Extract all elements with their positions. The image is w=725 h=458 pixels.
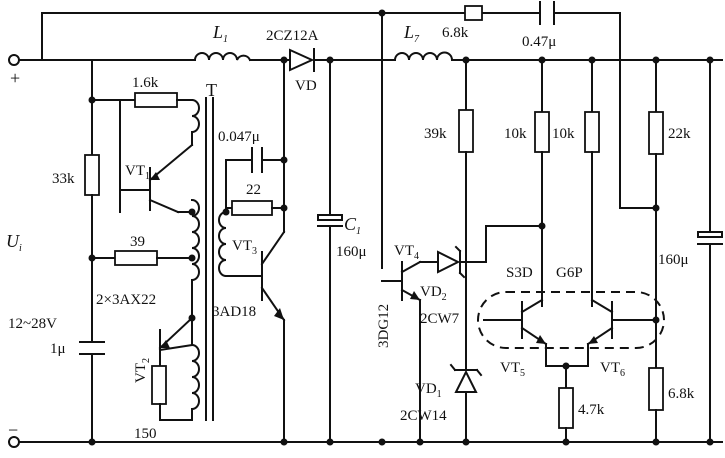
- svg-text:6.8k: 6.8k: [442, 25, 469, 41]
- rail-wires: [13, 12, 723, 443]
- svg-text:VD2: VD2: [420, 284, 447, 303]
- collector-resistors: 10k 10k: [504, 59, 600, 307]
- svg-text:39k: 39k: [424, 126, 447, 142]
- differential-pair: S3D G6P VT5 VT6 4.7k: [477, 265, 665, 443]
- svg-text:0.47μ: 0.47μ: [522, 34, 556, 50]
- resistor-1k6: [134, 92, 178, 108]
- svg-text:33k: 33k: [52, 171, 75, 187]
- resistor-10k-b: [584, 111, 600, 153]
- resistor-33k: [84, 154, 100, 196]
- svg-text:6.8k: 6.8k: [668, 386, 695, 402]
- svg-text:22: 22: [246, 182, 261, 198]
- svg-text:1.6k: 1.6k: [132, 75, 159, 91]
- inductor-l1: L1: [193, 22, 252, 62]
- capacitor-0.47u: 0.47μ: [522, 1, 556, 50]
- resistor-6k8-feedback: 6.8k: [442, 5, 483, 41]
- capacitor-output: 160μ: [658, 59, 723, 443]
- diode-vd2: VD2 2CW7: [420, 225, 543, 327]
- svg-text:2×3AX22: 2×3AX22: [96, 292, 156, 308]
- svg-text:VT3: VT3: [232, 238, 257, 257]
- transistor-vt3: 0.047μ 22 VT3 3AD18: [212, 59, 286, 443]
- junction-dots: [88, 9, 714, 446]
- svg-text:10k: 10k: [504, 126, 527, 142]
- svg-text:T: T: [206, 80, 217, 100]
- resistor-22: [231, 200, 273, 216]
- input-terminals: + − Ui 12~28V: [6, 54, 57, 448]
- svg-text:1μ: 1μ: [50, 341, 66, 357]
- svg-text:2CW14: 2CW14: [400, 408, 447, 424]
- minus-label: −: [8, 420, 18, 440]
- bias-network: 33k 1μ 1.6k 39: [50, 59, 193, 443]
- svg-text:VT6: VT6: [600, 360, 625, 379]
- transistor-vt4: VT4 3DG12: [376, 243, 439, 443]
- diode-vd: 2CZ12A VD: [266, 28, 325, 94]
- plus-terminal[interactable]: [8, 54, 20, 66]
- resistor-39k: [458, 109, 474, 153]
- zener-branch: 39k VD1 2CW14: [400, 59, 483, 443]
- svg-text:2CW7: 2CW7: [420, 311, 460, 327]
- vd-label: VD: [295, 78, 317, 94]
- resistor-10k-a: [534, 111, 550, 153]
- svg-text:10k: 10k: [552, 126, 575, 142]
- svg-text:3DG12: 3DG12: [376, 304, 392, 348]
- inductor-l7: L7: [393, 22, 454, 62]
- svg-text:150: 150: [134, 426, 157, 442]
- resistor-150: [151, 365, 167, 405]
- svg-text:L1: L1: [212, 22, 228, 45]
- svg-text:VT1: VT1: [125, 163, 150, 182]
- svg-text:VT5: VT5: [500, 360, 525, 379]
- resistor-39: [114, 250, 158, 266]
- resistor-4k7: [558, 387, 574, 429]
- transistor-vt1: VT1: [119, 99, 194, 214]
- resistor-6k8-lower: [648, 367, 664, 411]
- svg-text:G6P: G6P: [556, 265, 583, 281]
- svg-text:S3D: S3D: [506, 265, 533, 281]
- svg-text:VT2: VT2: [133, 358, 152, 383]
- transistor-vt2: VT2 150 2×3AX22: [96, 292, 194, 442]
- output-divider: 22k 6.8k: [648, 59, 695, 443]
- input-voltage-label: Ui: [6, 231, 22, 254]
- svg-text:160μ: 160μ: [336, 244, 367, 260]
- svg-text:3AD18: 3AD18: [212, 304, 256, 320]
- svg-text:VT4: VT4: [394, 243, 419, 262]
- capacitor-c1: C1 160μ: [317, 59, 367, 443]
- svg-text:0.047μ: 0.047μ: [218, 129, 260, 145]
- vd-part-label: 2CZ12A: [266, 28, 319, 44]
- svg-text:L7: L7: [403, 22, 420, 45]
- svg-text:4.7k: 4.7k: [578, 402, 605, 418]
- svg-text:39: 39: [130, 234, 145, 250]
- plus-label: +: [10, 68, 20, 88]
- resistor-22k: [648, 111, 664, 155]
- svg-text:C1: C1: [344, 214, 361, 237]
- dual-transistor-package: [477, 291, 665, 349]
- input-range-label: 12~28V: [8, 316, 57, 332]
- minus-terminal[interactable]: [8, 436, 20, 448]
- transformer-t: T: [159, 80, 228, 421]
- svg-text:VD1: VD1: [415, 381, 442, 400]
- svg-text:160μ: 160μ: [658, 252, 689, 268]
- svg-text:22k: 22k: [668, 126, 691, 142]
